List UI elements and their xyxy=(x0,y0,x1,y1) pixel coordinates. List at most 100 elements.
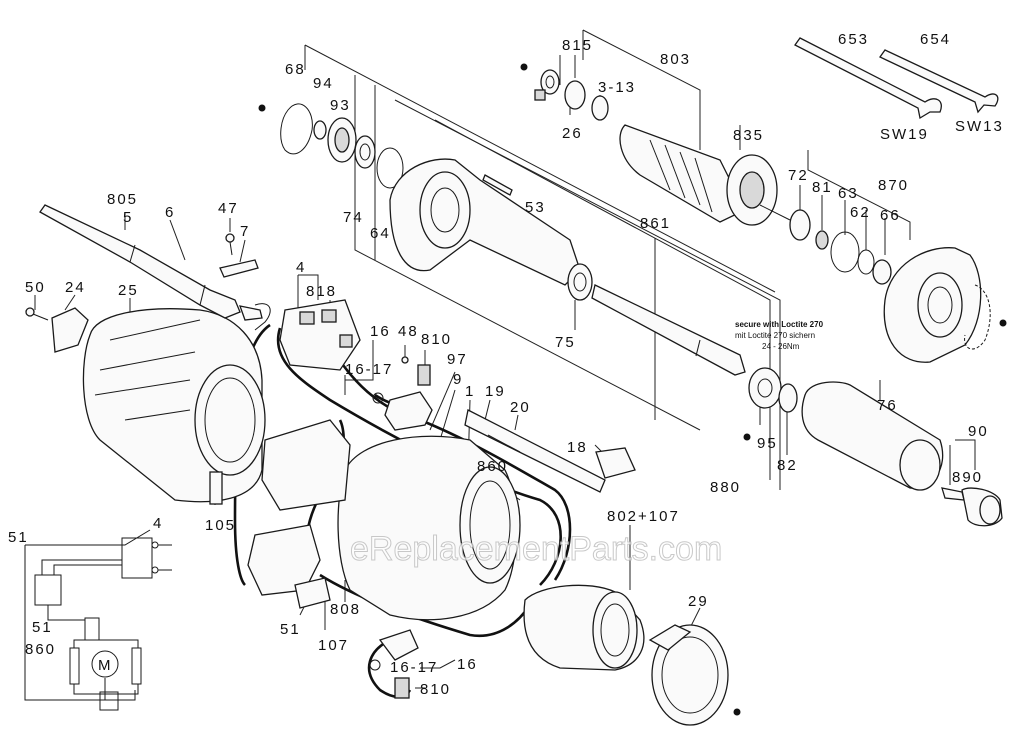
part-label-18: 18 xyxy=(567,439,588,456)
bearing-72 xyxy=(789,209,811,241)
cable-clamp-7 xyxy=(219,259,259,278)
part-label-66: 66 xyxy=(880,207,901,224)
part-label-51a: 51 xyxy=(8,529,29,546)
part-label-29: 29 xyxy=(688,593,709,610)
part-label-4a: 4 xyxy=(296,259,306,276)
part-label-653: 653 xyxy=(838,31,869,48)
bearing-74 xyxy=(354,135,376,169)
part-label-51c: 51 xyxy=(280,621,301,638)
part-label-6: 6 xyxy=(165,204,175,221)
end-cap-29 xyxy=(648,624,741,726)
note-line-1: secure with Loctite 270 xyxy=(735,320,824,329)
part-label-90: 90 xyxy=(968,423,989,440)
part-label-sw19: SW19 xyxy=(880,126,929,143)
part-label-50: 50 xyxy=(25,279,46,296)
part-label-860a: 860 xyxy=(477,458,508,475)
washer-66 xyxy=(872,259,892,285)
part-label-803: 803 xyxy=(660,51,691,68)
end-shield-870 xyxy=(883,247,1007,363)
part-label-94: 94 xyxy=(313,75,334,92)
interference-suppressor-107 xyxy=(294,577,331,609)
part-label-815: 815 xyxy=(562,37,593,54)
part-label-82: 82 xyxy=(777,457,798,474)
part-label-76: 76 xyxy=(877,397,898,414)
part-label-7: 7 xyxy=(240,223,250,240)
part-label-62: 62 xyxy=(850,204,871,221)
nut-94 xyxy=(313,120,327,140)
part-label-835: 835 xyxy=(733,127,764,144)
tube-76 xyxy=(801,381,944,491)
ring-81 xyxy=(815,230,829,250)
ring-3-13 xyxy=(591,95,609,121)
circuit-schematic: M xyxy=(24,529,172,711)
part-label-3-13: 3-13 xyxy=(598,79,636,96)
switch-lower-16-17 xyxy=(369,629,419,699)
part-label-48: 48 xyxy=(398,323,419,340)
part-label-654: 654 xyxy=(920,31,951,48)
o-ring-64 xyxy=(376,147,404,189)
spring-19-20 xyxy=(464,409,606,493)
part-label-860b: 860 xyxy=(25,641,56,658)
part-label-9: 9 xyxy=(453,371,463,388)
part-label-810b: 810 xyxy=(420,681,451,698)
part-label-74: 74 xyxy=(343,209,364,226)
wrench-654 xyxy=(879,49,999,114)
part-label-26: 26 xyxy=(562,125,583,142)
watermark: eReplacementParts.com xyxy=(350,530,722,568)
part-label-68: 68 xyxy=(285,61,306,78)
o-ring-68 xyxy=(258,103,313,155)
part-label-802-107: 802+107 xyxy=(607,508,680,525)
part-label-20: 20 xyxy=(510,399,531,416)
note-line-2: mit Loctite 270 sichern xyxy=(735,331,815,340)
part-label-81: 81 xyxy=(812,179,833,196)
part-label-818: 818 xyxy=(306,283,337,300)
part-label-63: 63 xyxy=(838,185,859,202)
part-label-93: 93 xyxy=(330,97,351,114)
collet-nut-890 xyxy=(961,487,1003,527)
part-label-810a: 810 xyxy=(421,331,452,348)
gear-93 xyxy=(327,117,357,163)
collet-90 xyxy=(941,487,965,501)
screw-50 xyxy=(25,307,49,321)
motor-symbol-label: M xyxy=(98,657,113,674)
pin-53 xyxy=(482,174,513,196)
part-label-16a: 16 xyxy=(370,323,391,340)
part-label-805: 805 xyxy=(107,191,138,208)
nut-95 xyxy=(743,367,782,441)
power-cable-805 xyxy=(39,204,271,331)
spindle-861 xyxy=(591,284,746,376)
part-label-64: 64 xyxy=(370,225,391,242)
bearing-815 xyxy=(520,63,560,101)
brush-holder-16-17 xyxy=(372,356,433,431)
part-label-16-17a: 16-17 xyxy=(345,361,393,378)
washer-26 xyxy=(564,80,586,110)
part-label-51b: 51 xyxy=(32,619,53,636)
fan-835 xyxy=(726,154,791,226)
armature-803 xyxy=(619,124,746,223)
part-label-47: 47 xyxy=(218,200,239,217)
part-label-72: 72 xyxy=(788,167,809,184)
bearing-75 xyxy=(567,263,593,301)
gear-housing-1 xyxy=(247,419,521,621)
part-label-19: 19 xyxy=(485,383,506,400)
part-label-75: 75 xyxy=(555,334,576,351)
part-label-861: 861 xyxy=(640,215,671,232)
part-label-16-17b: 16-17 xyxy=(390,659,438,676)
part-label-870: 870 xyxy=(878,177,909,194)
washer-82 xyxy=(778,383,798,413)
part-label-5: 5 xyxy=(123,209,133,226)
part-label-105: 105 xyxy=(205,517,236,534)
motor-housing-25 xyxy=(82,308,266,503)
part-label-890: 890 xyxy=(952,469,983,486)
circlip-63 xyxy=(830,231,860,273)
part-label-16b: 16 xyxy=(457,656,478,673)
clip-18 xyxy=(595,447,636,479)
field-coil-802 xyxy=(523,584,645,671)
part-label-sw13: SW13 xyxy=(955,118,1004,135)
capacitor-105 xyxy=(209,471,223,505)
switch-4 xyxy=(279,299,361,371)
part-label-24: 24 xyxy=(65,279,86,296)
